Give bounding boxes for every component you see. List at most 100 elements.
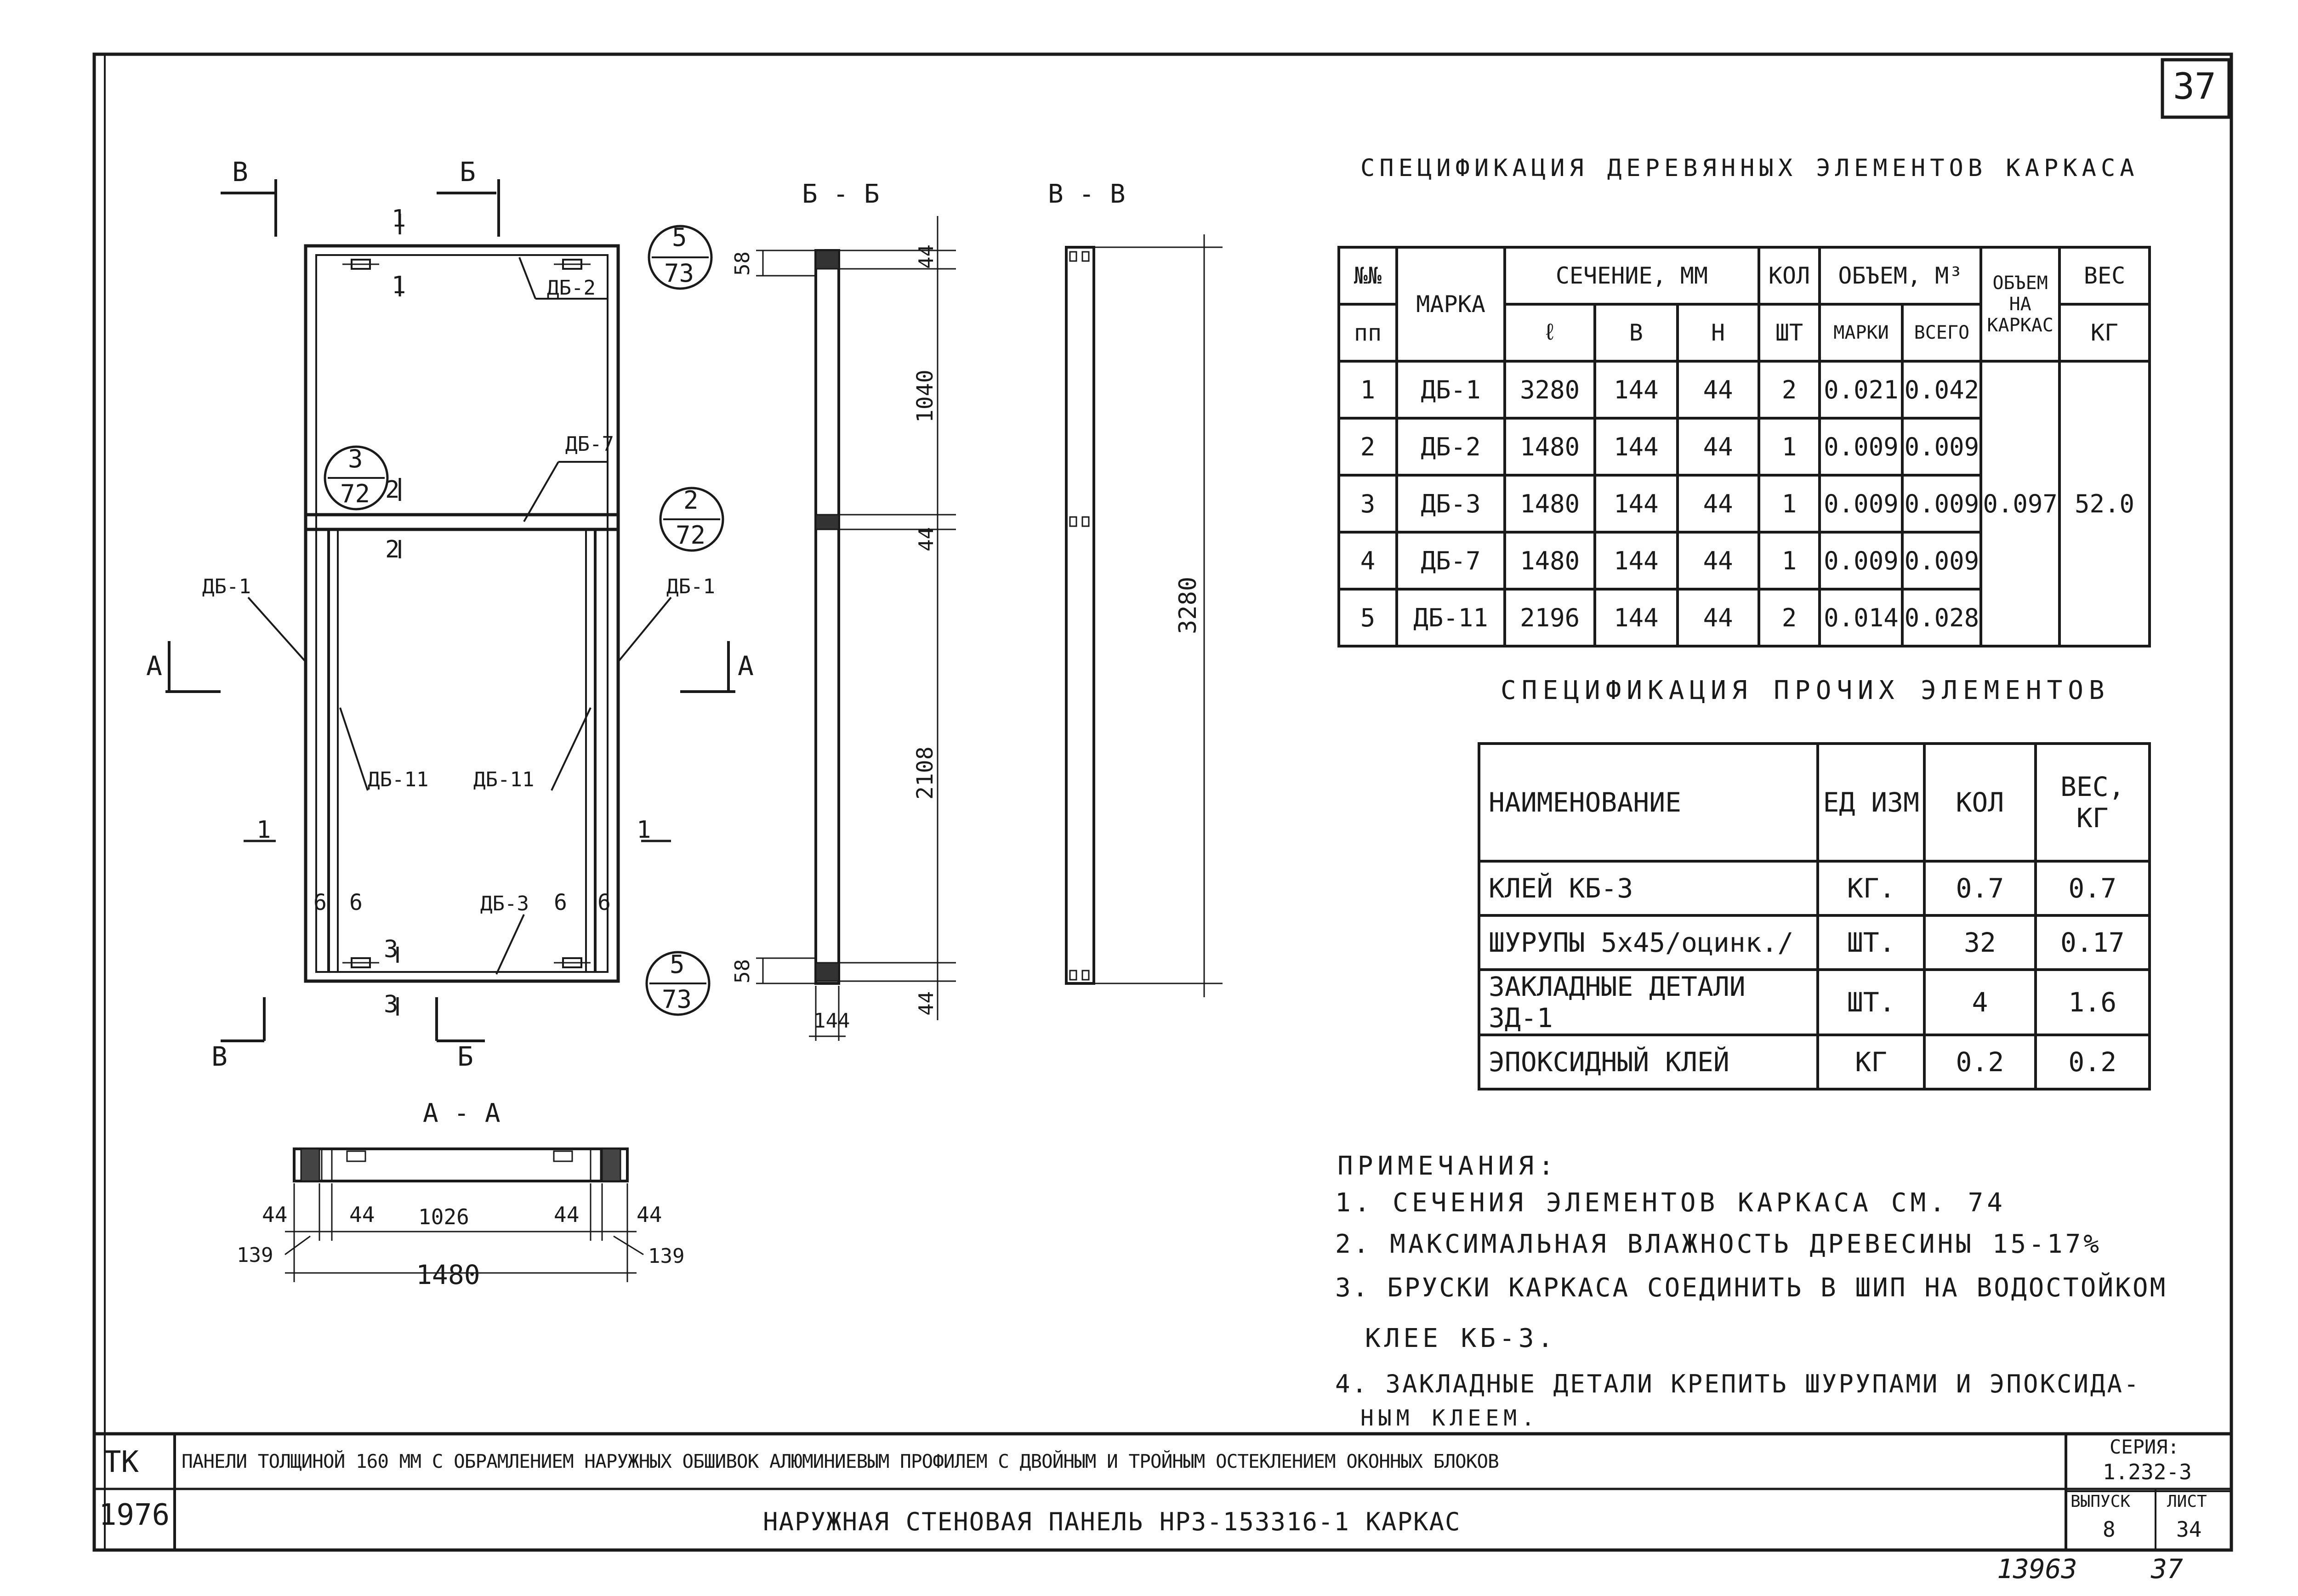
cell-qty: 2 bbox=[1757, 588, 1821, 647]
dim-aa-44-c: 44 bbox=[554, 1202, 580, 1227]
cell-n: 4 bbox=[1337, 531, 1398, 591]
cell-vm: 0.009 bbox=[1818, 531, 1904, 591]
cell-b: 144 bbox=[1593, 474, 1679, 534]
cell-weight: 1.6 bbox=[2034, 968, 2151, 1036]
cell-vm: 0.009 bbox=[1818, 417, 1904, 477]
cell-qty: 1 bbox=[1757, 531, 1821, 591]
cut-mark-3-b: 3 bbox=[384, 991, 398, 1018]
note-3: 3. БРУСКИ КАРКАСА СОЕДИНИТЬ В ШИП НА ВОД… bbox=[1335, 1273, 2167, 1303]
cut-a-right: А bbox=[738, 650, 754, 682]
title-org: ТК bbox=[103, 1445, 139, 1479]
node-ref-4-bottom: 73 bbox=[662, 985, 692, 1014]
node-ref-3-top: 2 bbox=[683, 486, 699, 515]
cut-b-top: Б bbox=[460, 156, 476, 187]
hdr-weight2: КГ bbox=[2058, 303, 2151, 363]
label-db3: ДБ-3 bbox=[480, 892, 529, 915]
cell-frame-weight: 52.0 bbox=[2058, 360, 2151, 647]
hdr-weight: ВЕС bbox=[2058, 246, 2151, 306]
section-aa-view bbox=[284, 1147, 644, 1282]
dim-aa-139-right: 139 bbox=[648, 1244, 685, 1268]
cell-b: 144 bbox=[1593, 360, 1679, 420]
cell-vm: 0.014 bbox=[1818, 588, 1904, 647]
table-row: ЭПОКСИДНЫЙ КЛЕЙ КГ 0.2 0.2 bbox=[1477, 1034, 2151, 1091]
cell-weight: 0.2 bbox=[2034, 1034, 2151, 1091]
dim-vv-3280: 3280 bbox=[1174, 576, 1202, 634]
cut-v-top: В bbox=[232, 156, 248, 187]
archive-number: 13963 bbox=[1997, 1553, 2077, 1585]
hdr-l: ℓ bbox=[1503, 303, 1597, 363]
title-subtitle: НАРУЖНАЯ СТЕНОВАЯ ПАНЕЛЬ НР3-153316-1 КА… bbox=[763, 1507, 1461, 1536]
cut-a-left: А bbox=[146, 650, 162, 682]
cut-mark-6-b: 6 bbox=[349, 890, 363, 915]
cell-qty: 32 bbox=[1923, 914, 2037, 971]
hdr-weight: ВЕС, КГ bbox=[2034, 742, 2151, 863]
frame-front-view bbox=[165, 179, 735, 1042]
cell-mark: ДБ-7 bbox=[1395, 531, 1507, 591]
hdr-name: НАИМЕНОВАНИЕ bbox=[1477, 742, 1820, 863]
label-db2: ДБ-2 bbox=[547, 276, 596, 300]
cell-vt: 0.028 bbox=[1901, 588, 1983, 647]
sheet-number-box bbox=[2161, 58, 2231, 119]
cell-weight: 0.17 bbox=[2034, 914, 2151, 971]
node-ref-2-top: 3 bbox=[348, 444, 363, 473]
note-3-cont: КЛЕЕ КБ-3. bbox=[1365, 1323, 1557, 1353]
cell-vm: 0.021 bbox=[1818, 360, 1904, 420]
table-row: 1 ДБ-1 3280 144 44 2 0.021 0.042 0.097 5… bbox=[1337, 360, 2151, 647]
cell-mark: ДБ-3 bbox=[1395, 474, 1507, 534]
hdr-mark: МАРКА bbox=[1395, 246, 1507, 363]
cell-unit: КГ. bbox=[1816, 860, 1926, 917]
cell-qty: 0.7 bbox=[1923, 860, 2037, 917]
cell-n: 5 bbox=[1337, 588, 1398, 647]
cut-mark-2-a: 2 bbox=[385, 476, 400, 504]
table-row: 2 ДБ-2 1480 144 44 1 0.009 0.009 bbox=[1337, 417, 2150, 477]
cut-v-bottom: В bbox=[211, 1041, 228, 1072]
cell-mark: ДБ-11 bbox=[1395, 588, 1507, 647]
cell-b: 144 bbox=[1593, 417, 1679, 477]
cell-n: 3 bbox=[1337, 474, 1398, 534]
dim-aa-44-a: 44 bbox=[262, 1202, 288, 1227]
dim-aa-44-d: 44 bbox=[637, 1202, 662, 1227]
dim-bb-44-mid: 44 bbox=[915, 527, 938, 551]
cell-unit: ШТ. bbox=[1816, 914, 1926, 971]
cell-l: 3280 bbox=[1503, 360, 1597, 420]
title-year: 1976 bbox=[99, 1498, 170, 1532]
cell-qty: 2 bbox=[1757, 360, 1821, 420]
spec-wood-table: №№ МАРКА СЕЧЕНИЕ, ММ КОЛ ОБЪЕМ, М³ ОБЪЕМ… bbox=[1337, 246, 2151, 647]
dim-aa-44-b: 44 bbox=[349, 1202, 375, 1227]
hdr-h: Н bbox=[1676, 303, 1760, 363]
cut-mark-2-b: 2 bbox=[385, 536, 400, 563]
page-number: 37 bbox=[2151, 1553, 2183, 1585]
hdr-section: СЕЧЕНИЕ, ММ bbox=[1503, 246, 1760, 306]
spec-other-table: НАИМЕНОВАНИЕ ЕД ИЗМ КОЛ ВЕС, КГ КЛЕЙ КБ-… bbox=[1477, 742, 2151, 1091]
issue-label: ВЫПУСК bbox=[2070, 1492, 2131, 1511]
hdr-vol-mark: МАРКИ bbox=[1818, 303, 1904, 363]
cell-b: 144 bbox=[1593, 531, 1679, 591]
cell-unit: КГ bbox=[1816, 1034, 1926, 1091]
hdr-vol-frame: ОБЪЕМ НА КАРКАС bbox=[1979, 246, 2061, 363]
cut-mark-1-top: 1 bbox=[392, 205, 406, 233]
dim-aa-139-left: 139 bbox=[237, 1244, 273, 1267]
hdr-volume: ОБЪЕМ, М³ bbox=[1818, 246, 1983, 306]
cell-h: 44 bbox=[1676, 474, 1760, 534]
cut-mark-6-d: 6 bbox=[597, 890, 611, 915]
note-4-cont: НЫМ КЛЕЕМ. bbox=[1360, 1405, 1539, 1431]
dim-aa-1026: 1026 bbox=[418, 1204, 469, 1229]
sheet-label: ЛИСТ bbox=[2167, 1492, 2207, 1511]
table-row: КЛЕЙ КБ-3 КГ. 0.7 0.7 bbox=[1477, 860, 2151, 917]
sheet-value: 34 bbox=[2176, 1517, 2202, 1542]
section-aa-title: А - А bbox=[423, 1098, 501, 1128]
dim-bb-58-top: 58 bbox=[731, 251, 754, 276]
cell-qty: 1 bbox=[1757, 474, 1821, 534]
cut-mark-6-c: 6 bbox=[554, 890, 567, 915]
cell-vm: 0.009 bbox=[1818, 474, 1904, 534]
cell-mark: ДБ-1 bbox=[1395, 360, 1507, 420]
cut-mark-1-top-b: 1 bbox=[392, 272, 406, 299]
hdr-qty: КОЛ bbox=[1923, 742, 2037, 863]
series-value: 1.232-3 bbox=[2103, 1460, 2192, 1484]
label-db1-left: ДБ-1 bbox=[202, 575, 251, 598]
cell-h: 44 bbox=[1676, 531, 1760, 591]
section-vv-view bbox=[1065, 234, 1223, 997]
node-ref-1-bottom: 73 bbox=[664, 259, 694, 288]
cell-name: ЗАКЛАДНЫЕ ДЕТАЛИ ЗД-1 bbox=[1477, 968, 1820, 1036]
